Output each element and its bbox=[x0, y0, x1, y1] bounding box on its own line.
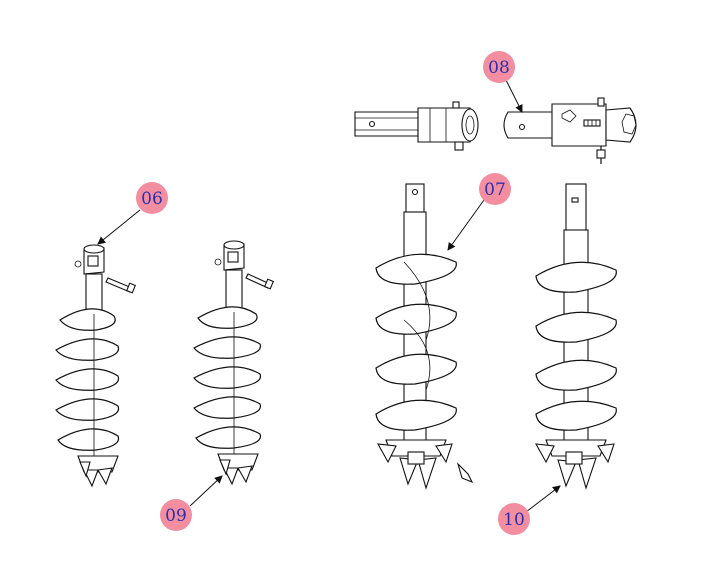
large-auger-07 bbox=[375, 183, 474, 490]
callout-06-label: 06 bbox=[141, 189, 163, 209]
callout-06: 06 bbox=[136, 182, 168, 214]
callout-10-circle bbox=[498, 503, 530, 535]
callout-06-circle bbox=[136, 182, 168, 214]
adapter-part-08 bbox=[354, 97, 637, 164]
coupler bbox=[503, 97, 637, 164]
callout-07-circle bbox=[479, 173, 511, 205]
callout-09: 09 bbox=[160, 499, 192, 531]
leader-lines bbox=[97, 79, 561, 513]
callout-08-circle bbox=[483, 51, 515, 83]
small-auger-06 bbox=[55, 244, 136, 488]
callout-07-label: 07 bbox=[484, 180, 506, 200]
callout-09-label: 09 bbox=[165, 506, 187, 526]
large-auger-10 bbox=[535, 183, 617, 490]
callout-10: 10 bbox=[498, 503, 530, 535]
callout-08-label: 08 bbox=[488, 58, 510, 78]
hex-shaft bbox=[354, 101, 479, 151]
callout-09-circle bbox=[160, 499, 192, 531]
callout-07: 07 bbox=[479, 173, 511, 205]
small-auger-09 bbox=[193, 240, 274, 486]
callout-10-label: 10 bbox=[503, 510, 525, 530]
callout-08: 08 bbox=[483, 51, 515, 83]
